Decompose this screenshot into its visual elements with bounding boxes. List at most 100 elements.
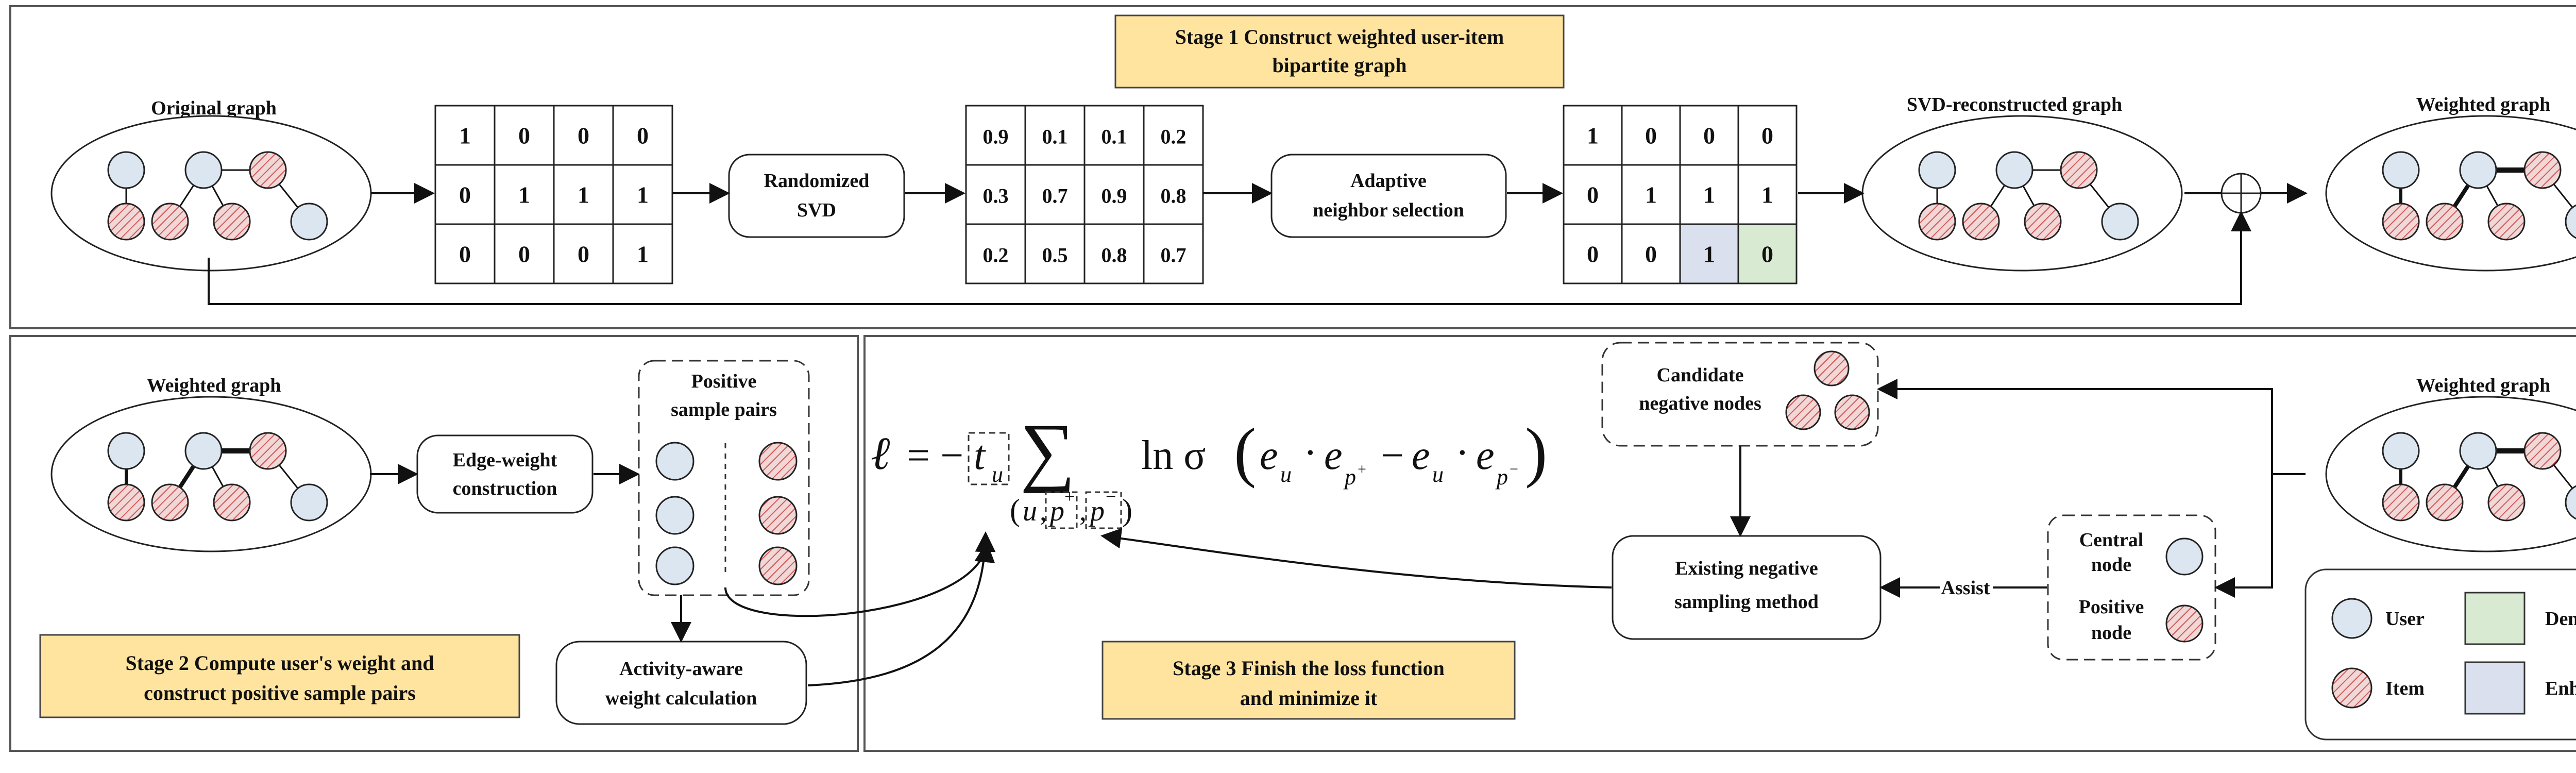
activity-line1: Activity-aware [619, 658, 743, 680]
matrix-value: 0.9 [983, 125, 1009, 148]
matrix-value: 1 [518, 182, 530, 208]
user-node [2565, 485, 2576, 520]
user-node [290, 203, 328, 241]
edge-weight-construction-box: Edge-weight construction [416, 434, 594, 514]
central-user-node [2165, 537, 2204, 576]
item-node [249, 432, 287, 470]
matrix-value: 0 [1587, 241, 1599, 267]
formula-e2: e [1324, 433, 1343, 478]
existing-negative-sampling-box: Existing negative sampling method [1612, 535, 1882, 640]
user-node [184, 432, 223, 470]
user-node [2565, 204, 2576, 239]
legend: User Item Denoise Enhance [2304, 568, 2576, 741]
pair-item-node [758, 546, 798, 585]
matrix-cell [1737, 105, 1798, 166]
user-node [2101, 203, 2139, 241]
original-graph [50, 115, 372, 272]
matrix-cell [434, 223, 496, 284]
stage1-arrows [208, 183, 2308, 305]
user-node [290, 483, 328, 522]
user-node [1918, 151, 1956, 189]
stage3-title-line2: and minimize it [1240, 686, 1378, 710]
stage1-title: Stage 1 Construct weighted user-item bip… [1114, 14, 1565, 89]
matrix-value: 0 [518, 123, 530, 149]
legend-denoise-swatch [2464, 592, 2526, 645]
formula-e2-sub: p [1343, 464, 1356, 490]
matrix-value: 0.9 [1101, 184, 1127, 208]
matrix-value: 0 [1761, 123, 1773, 149]
legend-item-icon [2331, 667, 2372, 709]
formula-equals: = − [907, 433, 963, 478]
matrix-value: 0.7 [1161, 244, 1187, 267]
edge-weight-line1: Edge-weight [453, 449, 557, 471]
pair-user-node [655, 546, 694, 585]
graph-outline [1861, 115, 2183, 272]
weighted-graph-label-stage1: Weighted graph [2416, 94, 2551, 115]
matrix-value: 1 [578, 182, 589, 208]
pair-item-node [758, 496, 798, 535]
legend-item-label: Item [2385, 678, 2425, 699]
item-node [2024, 203, 2062, 241]
legend-user-label: User [2385, 608, 2425, 630]
matrix-value: 0 [1761, 241, 1773, 267]
existing-line1: Existing negative [1675, 558, 1818, 579]
weighted-graph-stage2 [50, 396, 372, 552]
matrix-cell [1737, 164, 1798, 225]
formula-e4-sub: p [1495, 464, 1508, 490]
matrix-value: 0 [1645, 241, 1657, 267]
matrix-cell [965, 164, 1026, 225]
matrix-value: 0 [518, 241, 530, 267]
matrix-value: 0 [1645, 123, 1657, 149]
legend-user-icon [2331, 598, 2372, 639]
matrix-cell [965, 223, 1026, 284]
item-node [107, 203, 145, 241]
formula-sum-u: u [1023, 495, 1037, 527]
item-node [2487, 483, 2526, 522]
item-node [151, 483, 189, 522]
formula-sum-p-neg: p [1088, 495, 1105, 527]
item-node [2426, 483, 2464, 522]
legend-denoise-label: Denoise [2545, 608, 2576, 630]
matrix-value: 0.8 [1161, 184, 1187, 208]
formula-e3: e [1412, 433, 1430, 478]
graph-outline [2325, 115, 2576, 272]
positive-pairs-line2: sample pairs [671, 399, 777, 421]
adaptive-neighbor-selection-box: Adaptive neighbor selection [1270, 154, 1507, 238]
stage3-title-line1: Stage 3 Finish the loss function [1173, 657, 1445, 680]
matrix-value: 0 [578, 123, 589, 149]
item-node [2426, 203, 2464, 241]
randomized-svd-box: Randomized SVD [728, 154, 905, 238]
matrix-value: 1 [1703, 182, 1715, 208]
matrix-value: 1 [1703, 241, 1715, 267]
positive-item-node [2165, 604, 2204, 643]
item-node [2382, 483, 2420, 522]
existing-line2: sampling method [1674, 591, 1819, 613]
candidate-line2: negative nodes [1639, 393, 1761, 414]
matrix-value: 1 [637, 241, 649, 267]
assist-label: Assist [1941, 577, 1990, 599]
matrix-cell [1083, 223, 1145, 284]
matrix-cell [1024, 105, 1086, 166]
matrix-value: 0.3 [983, 184, 1009, 208]
svd-graph-label: SVD-reconstructed graph [1907, 94, 2122, 115]
stage3-panel [863, 335, 2576, 752]
stage2-title-line1: Stage 2 Compute user's weight and [126, 651, 434, 675]
central-positive-node-box: Central node Positive node [2047, 514, 2216, 661]
matrix-cell [1737, 223, 1798, 284]
item-node [2523, 151, 2562, 189]
formula-sum-p-pos: p [1048, 495, 1064, 527]
formula-minus: − [1381, 433, 1404, 478]
formula-sum: ∑ [1020, 408, 1075, 494]
central-line1: Central [2079, 529, 2144, 551]
graph-outline [50, 115, 372, 272]
item-node [151, 203, 189, 241]
formula-t: t [974, 433, 986, 478]
formula-e1-sub: u [1280, 462, 1292, 487]
matrix-value: 0.7 [1042, 184, 1068, 208]
formula-sum-plus: + [1064, 486, 1075, 507]
matrix-cell [1024, 223, 1086, 284]
item-node [2523, 432, 2562, 470]
